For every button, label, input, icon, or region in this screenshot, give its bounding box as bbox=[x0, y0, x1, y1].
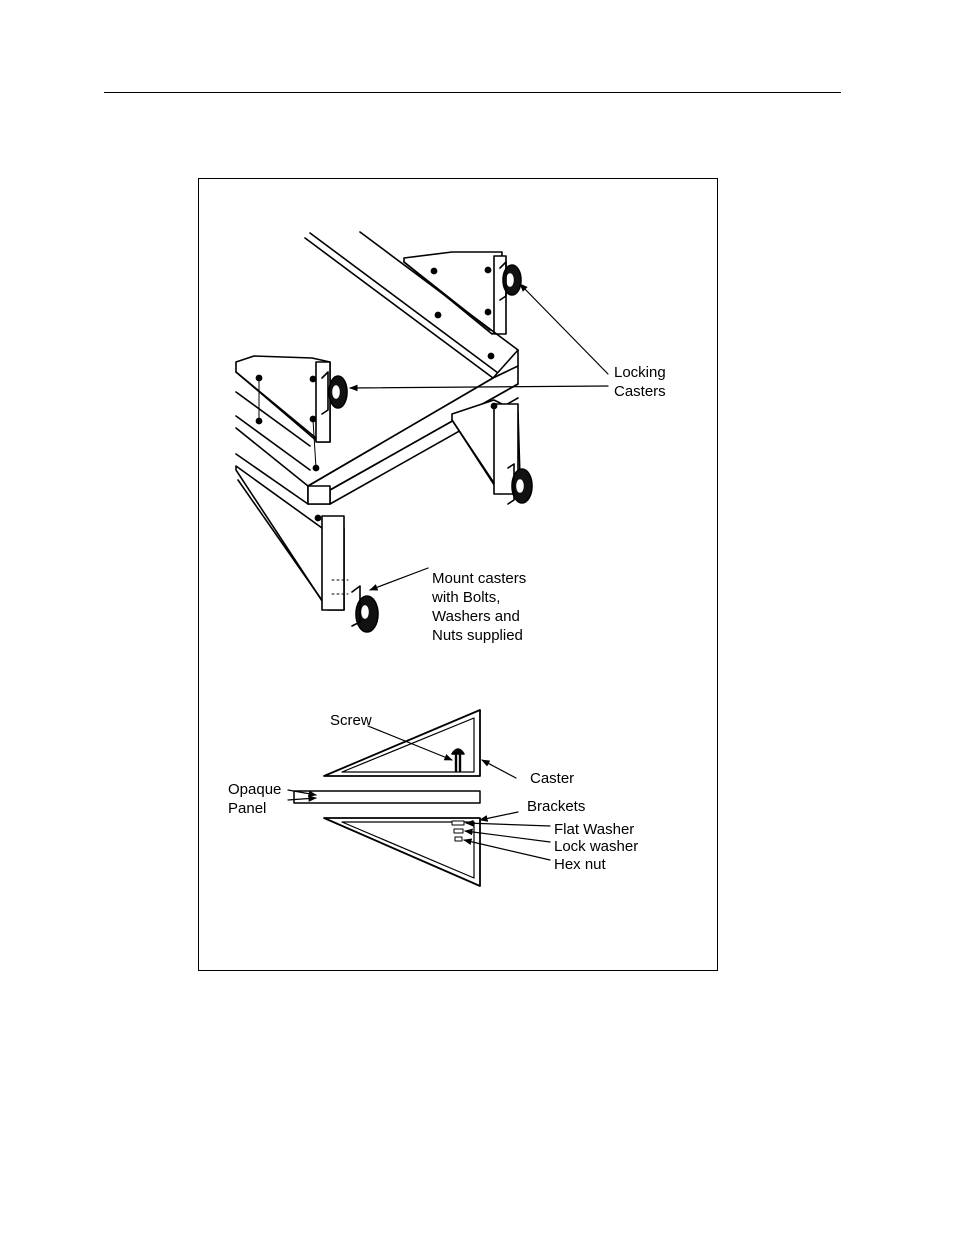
front-rail bbox=[307, 365, 519, 505]
label-mount-line3: Washers and bbox=[432, 608, 520, 625]
cart-frame-illustration bbox=[235, 231, 533, 633]
label-lock-washer: Lock washer bbox=[554, 838, 638, 855]
label-mount-line4: Nuts supplied bbox=[432, 627, 523, 644]
back-right-leg bbox=[403, 251, 522, 335]
label-hex-nut: Hex nut bbox=[554, 856, 607, 873]
front-right-lower-leg bbox=[451, 399, 533, 505]
label-panel: Panel bbox=[228, 800, 266, 817]
caster-wheel-back-right bbox=[499, 261, 522, 301]
label-mount-line1: Mount casters bbox=[432, 570, 526, 587]
top-callout-leaders bbox=[349, 283, 609, 591]
label-caster: Caster bbox=[530, 770, 574, 787]
hardware-stack bbox=[451, 820, 465, 842]
caster-wheel-front-right bbox=[507, 463, 533, 505]
label-opaque: Opaque bbox=[228, 781, 281, 798]
header-rule bbox=[104, 92, 841, 93]
front-left-lower-leg bbox=[235, 465, 379, 633]
label-screw: Screw bbox=[330, 712, 372, 729]
label-casters: Casters bbox=[614, 383, 666, 400]
opaque-panel bbox=[293, 790, 481, 804]
front-left-upper-leg bbox=[235, 355, 348, 472]
bottom-bracket bbox=[323, 817, 481, 887]
caster-wheel-front-left bbox=[351, 585, 379, 633]
caster-wheel-left-upper bbox=[321, 371, 348, 415]
exploded-bracket-view bbox=[293, 709, 481, 887]
top-bracket bbox=[323, 709, 481, 777]
figure-frame bbox=[198, 178, 718, 971]
screw bbox=[451, 748, 465, 773]
label-locking: Locking bbox=[614, 364, 666, 381]
bottom-callout-leaders bbox=[287, 725, 551, 861]
left-rails bbox=[235, 391, 311, 505]
label-mount-line2: with Bolts, bbox=[431, 589, 500, 606]
label-flat-washer: Flat Washer bbox=[554, 821, 634, 838]
label-brackets: Brackets bbox=[527, 798, 585, 815]
